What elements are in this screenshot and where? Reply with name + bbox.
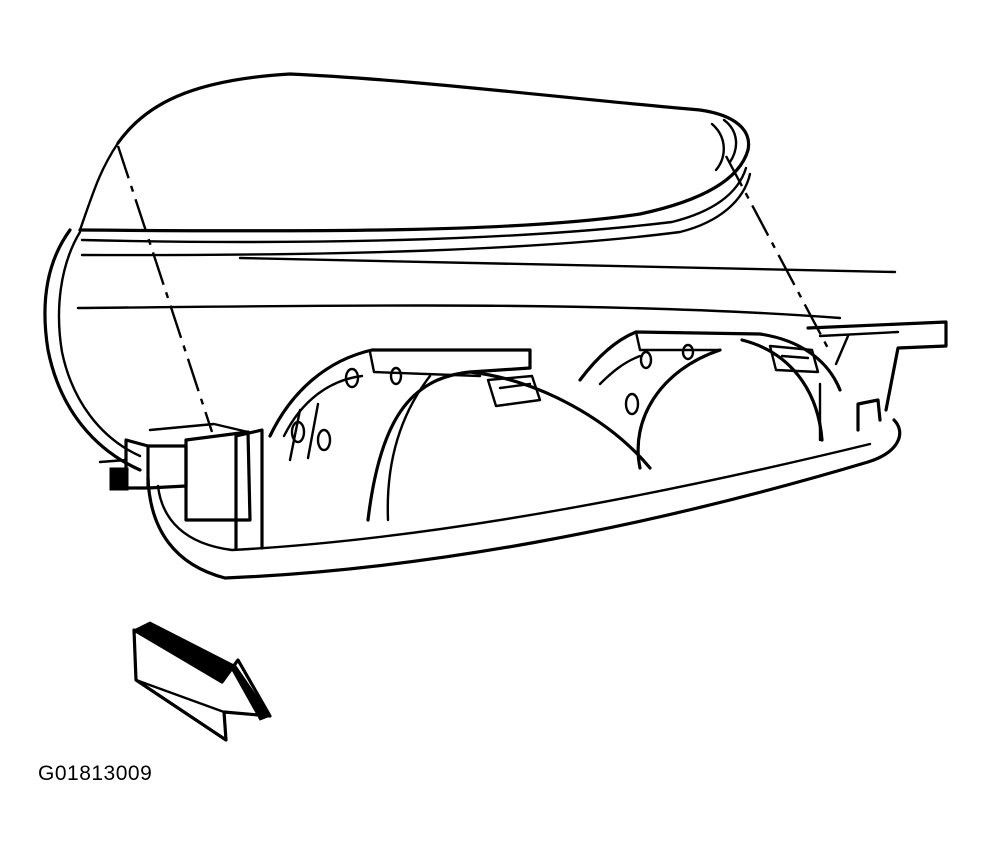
left-lamp bbox=[268, 348, 652, 522]
console-housing bbox=[146, 320, 948, 580]
right-lamp bbox=[578, 330, 842, 470]
roof-edge bbox=[76, 256, 897, 320]
figure-id-label: G01813009 bbox=[38, 762, 153, 785]
headliner-cover bbox=[43, 72, 752, 472]
electrical-connector bbox=[98, 422, 252, 522]
alignment-lines bbox=[116, 145, 832, 433]
arrow-down-right-icon bbox=[132, 621, 272, 742]
